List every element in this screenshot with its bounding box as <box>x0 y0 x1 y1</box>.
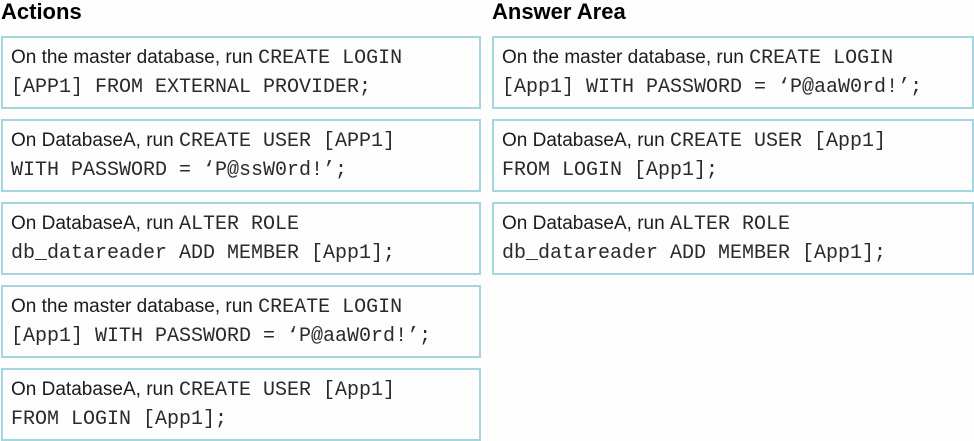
instruction-text: On DatabaseA, run <box>11 213 179 234</box>
actions-heading: Actions <box>1 0 82 24</box>
instruction-text: On DatabaseA, run <box>502 130 670 151</box>
sql-code-text: [App1] WITH PASSWORD = ‘P@aaW0rd!’; <box>11 325 432 348</box>
card-text-line: db_datareader ADD MEMBER [App1]; <box>11 239 473 268</box>
sql-code-text: db_datareader ADD MEMBER [App1]; <box>11 242 396 265</box>
sql-code-text: CREATE USER [App1] <box>178 379 395 402</box>
card-text-line: FROM LOGIN [App1]; <box>502 156 966 185</box>
sql-code-text: FROM LOGIN [App1]; <box>11 408 228 431</box>
sql-code-text: ALTER ROLE <box>178 213 299 236</box>
sql-code-text: CREATE USER [APP1] <box>178 130 395 153</box>
action-card-1[interactable]: On the master database, run CREATE LOGIN… <box>1 36 481 109</box>
card-text-line: WITH PASSWORD = ‘P@ssW0rd!’; <box>11 156 473 185</box>
card-text-line: On DatabaseA, run ALTER ROLE <box>502 209 966 239</box>
answer-area-card-list: On the master database, run CREATE LOGIN… <box>492 36 974 275</box>
actions-column: Actions On the master database, run CREA… <box>1 0 481 441</box>
card-text-line: On DatabaseA, run ALTER ROLE <box>11 209 473 239</box>
answer-area-column: Answer Area On the master database, run … <box>492 0 974 275</box>
instruction-text: On the master database, run <box>11 296 259 317</box>
card-text-line: On the master database, run CREATE LOGIN <box>502 43 966 73</box>
card-text-line: On the master database, run CREATE LOGIN <box>11 43 473 73</box>
sql-code-text: db_datareader ADD MEMBER [App1]; <box>502 242 887 265</box>
sql-code-text: CREATE LOGIN <box>258 296 403 319</box>
action-card-3[interactable]: On DatabaseA, run ALTER ROLE db_datareade… <box>1 202 481 275</box>
card-text-line: On DatabaseA, run CREATE USER [App1] <box>502 126 966 156</box>
card-text-line: [APP1] FROM EXTERNAL PROVIDER; <box>11 73 473 102</box>
answer-card-2[interactable]: On DatabaseA, run CREATE USER [App1] FROM… <box>492 119 974 192</box>
answer-area-heading: Answer Area <box>492 0 626 24</box>
card-text-line: db_datareader ADD MEMBER [App1]; <box>502 239 966 268</box>
action-card-5[interactable]: On DatabaseA, run CREATE USER [App1] FROM… <box>1 368 481 441</box>
instruction-text: On DatabaseA, run <box>11 379 179 400</box>
sql-code-text: WITH PASSWORD = ‘P@ssW0rd!’; <box>11 159 348 182</box>
instruction-text: On the master database, run <box>502 47 750 68</box>
card-text-line: [App1] WITH PASSWORD = ‘P@aaW0rd!’; <box>502 73 966 102</box>
sql-code-text: CREATE USER [App1] <box>669 130 886 153</box>
sql-code-text: CREATE LOGIN <box>749 47 894 70</box>
instruction-text: On DatabaseA, run <box>502 213 670 234</box>
actions-card-list: On the master database, run CREATE LOGIN… <box>1 36 481 441</box>
card-text-line: [App1] WITH PASSWORD = ‘P@aaW0rd!’; <box>11 322 473 351</box>
sql-code-text: FROM LOGIN [App1]; <box>502 159 719 182</box>
card-text-line: On DatabaseA, run CREATE USER [App1] <box>11 375 473 405</box>
sql-code-text: [App1] WITH PASSWORD = ‘P@aaW0rd!’; <box>502 76 923 99</box>
card-text-line: On DatabaseA, run CREATE USER [APP1] <box>11 126 473 156</box>
sql-code-text: CREATE LOGIN <box>258 47 403 70</box>
answer-card-1[interactable]: On the master database, run CREATE LOGIN… <box>492 36 974 109</box>
action-card-2[interactable]: On DatabaseA, run CREATE USER [APP1] WITH… <box>1 119 481 192</box>
instruction-text: On DatabaseA, run <box>11 130 179 151</box>
card-text-line: FROM LOGIN [App1]; <box>11 405 473 434</box>
sql-code-text: [APP1] FROM EXTERNAL PROVIDER; <box>11 76 372 99</box>
answer-card-3[interactable]: On DatabaseA, run ALTER ROLE db_datareade… <box>492 202 974 275</box>
sql-code-text: ALTER ROLE <box>669 213 790 236</box>
card-text-line: On the master database, run CREATE LOGIN <box>11 292 473 322</box>
action-card-4[interactable]: On the master database, run CREATE LOGIN… <box>1 285 481 358</box>
instruction-text: On the master database, run <box>11 47 259 68</box>
